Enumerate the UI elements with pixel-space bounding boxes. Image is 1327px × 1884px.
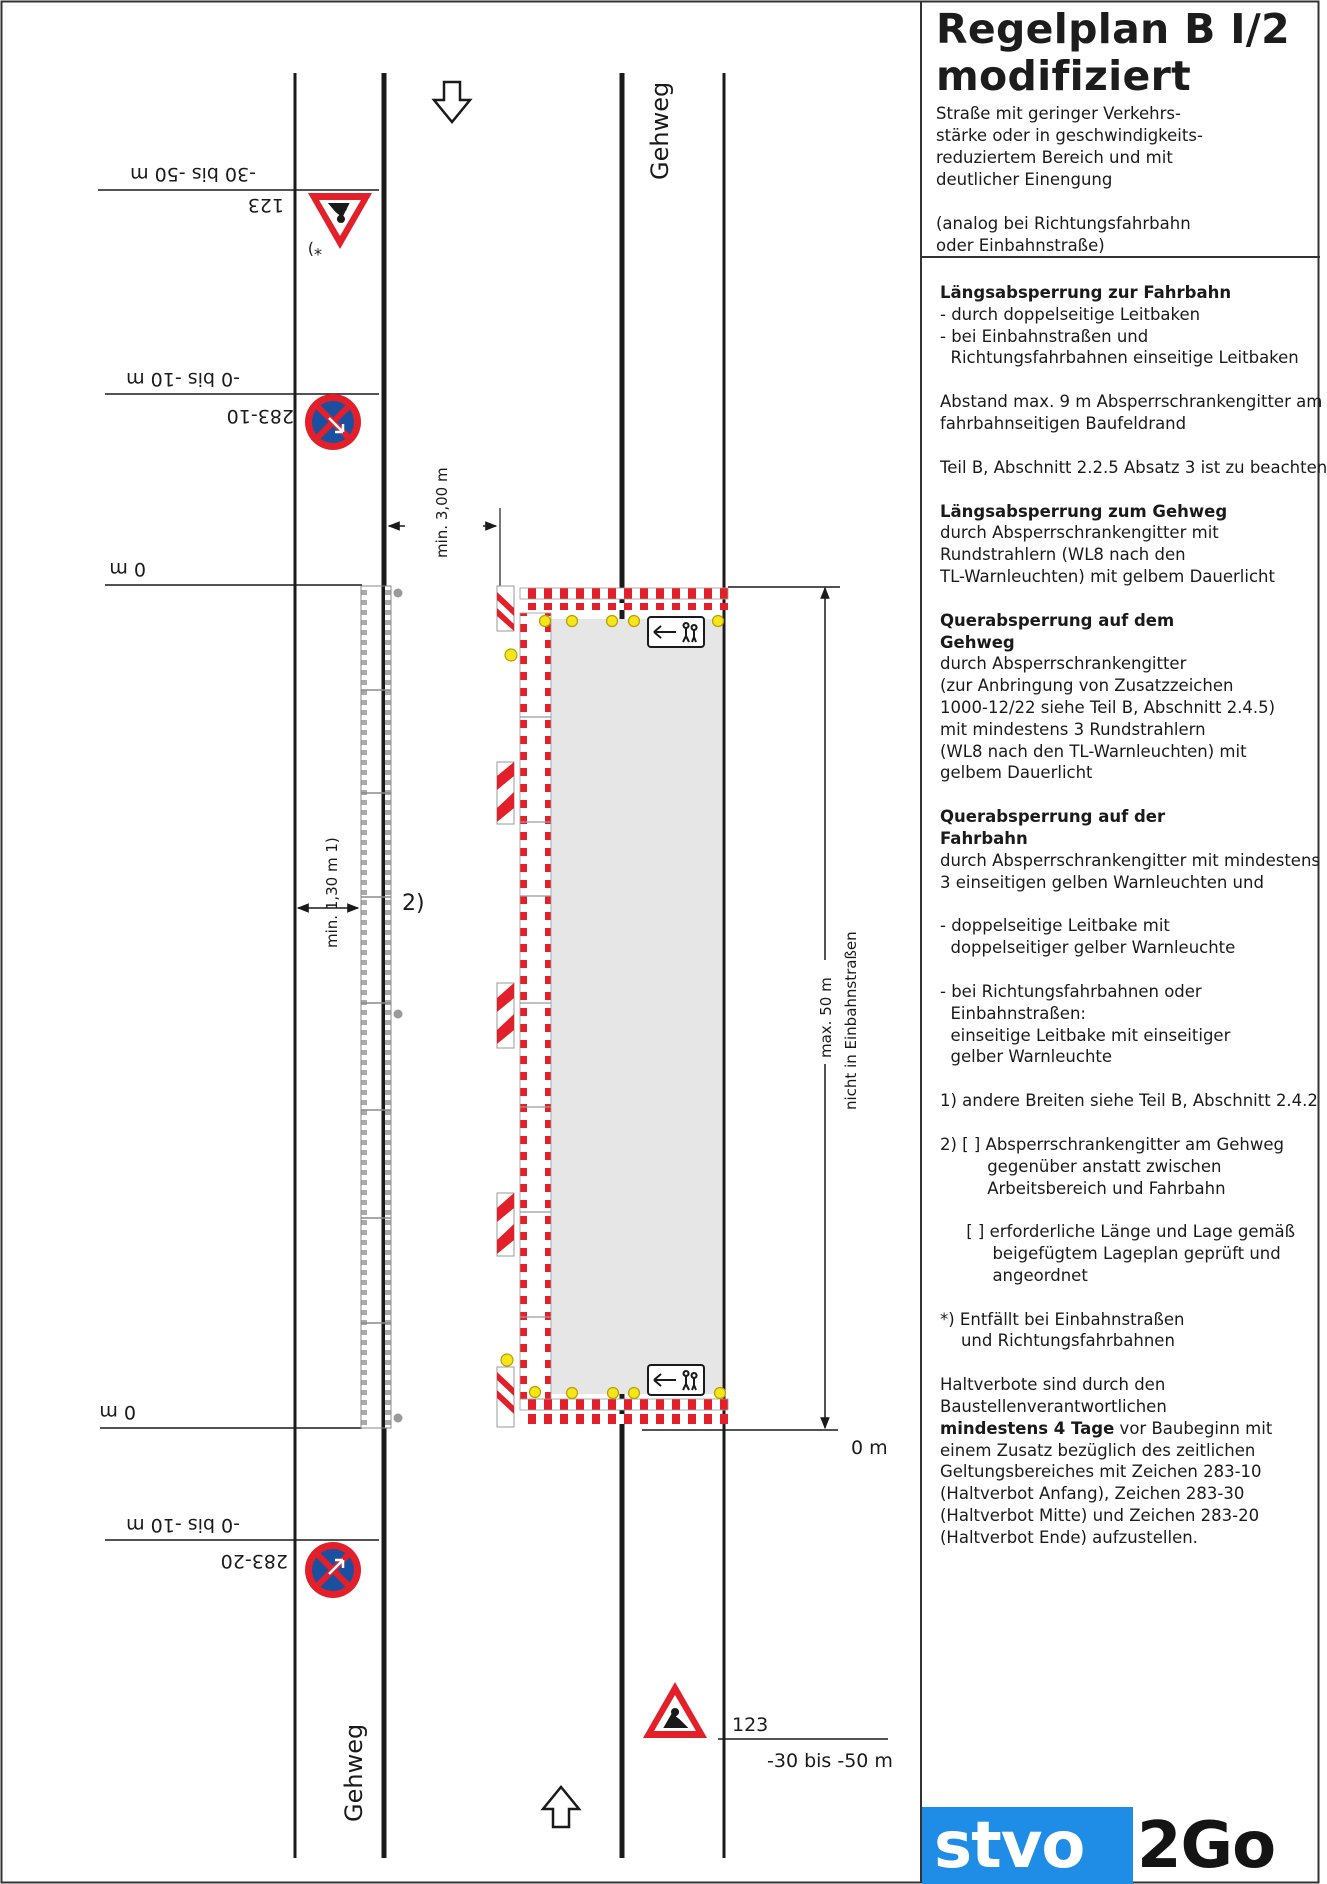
notes: Längsabsperrung zur Fahrbahn - durch dop… <box>940 282 1327 1571</box>
title-line-1: Regelplan B I/2 <box>936 5 1290 53</box>
distance-label-283-10: -0 bis -10 m <box>126 368 240 390</box>
footnote-1: 1) andere Breiten siehe Teil B, Abschnit… <box>940 1091 1318 1111</box>
detour-sign-bottom <box>647 1364 705 1396</box>
dimension-label-min-130: min. 1,30 m 1) <box>323 837 341 948</box>
page-title: Regelplan B I/2 modifiziert <box>936 6 1290 100</box>
logo-text-stvo: stvo <box>934 1809 1085 1883</box>
subtitle-line: stärke oder in geschwindigkeits- <box>936 126 1203 145</box>
worker-icon <box>663 1708 689 1728</box>
direction-arrow-up <box>540 1785 582 1829</box>
distance-label-283-20: -0 bis -10 m <box>126 1514 240 1536</box>
note-haltverbote: Haltverbote sind durch den Baustellenver… <box>940 1375 1273 1547</box>
leitbake <box>496 761 515 825</box>
panel-divider <box>922 256 1320 258</box>
note-quer-fahrbahn: Querabsperrung auf der Fahrbahn durch Ab… <box>940 807 1320 892</box>
logo-blue-block <box>922 1807 1133 1884</box>
note-2-marker: 2) <box>402 891 425 916</box>
footnote-2b: [ ] erforderliche Länge und Lage gemäß b… <box>940 1222 1296 1285</box>
subtitle-note: oder Einbahnstraße) <box>936 236 1105 255</box>
sign-number-123-top: 123 <box>248 194 284 216</box>
detour-sign-top <box>647 616 705 648</box>
pedestrian-icon <box>682 622 698 643</box>
worker-icon <box>327 203 350 223</box>
work-area <box>550 619 722 1394</box>
note-laengs-gehweg: Längsabsperrung zum Gehweg durch Absperr… <box>940 501 1275 586</box>
footnote-star: *) Entfällt bei Einbahnstraßen und Richt… <box>940 1309 1185 1351</box>
pedestrian-icon <box>682 1370 698 1391</box>
note-richtung: - bei Richtungsfahrbahnen oder Einbahnst… <box>940 981 1231 1067</box>
dimension-label-min-300: min. 3,00 m <box>433 467 451 558</box>
distance-label-bottom: -30 bis -50 m <box>767 1750 893 1772</box>
emphasis-4-tage: mindestens 4 Tage <box>940 1418 1115 1438</box>
subtitle-note: (analog bei Richtungsfahrbahn <box>936 214 1191 233</box>
arrow-left-icon <box>653 1373 676 1387</box>
legend-panel: Regelplan B I/2 modifiziert Straße mit g… <box>922 0 1327 1884</box>
sign-number-283-10: 283-10 <box>227 405 294 427</box>
dimension-label-max-50: max. 50 m <box>817 977 835 1058</box>
note-laengs-fahrbahn: Längsabsperrung zur Fahrbahn - durch dop… <box>940 283 1299 368</box>
leitbake <box>496 1192 515 1257</box>
sidewalk-lamp <box>393 588 403 598</box>
subtitle-line: reduziertem Bereich und mit <box>936 148 1173 167</box>
sign-number-123-bottom: 123 <box>732 1714 768 1736</box>
roadwork-sign-top <box>308 193 372 249</box>
arrow-start-icon <box>328 417 345 434</box>
leitbake <box>496 982 515 1049</box>
leitbake <box>496 1366 515 1428</box>
note-leitbake: - doppelseitige Leitbake mit doppelseiti… <box>940 916 1236 958</box>
logo: stvo 2Go <box>922 1807 1320 1884</box>
direction-arrow-down <box>431 80 473 124</box>
subtitle-line: Straße mit geringer Verkehrs- <box>936 104 1181 123</box>
warning-lamps <box>500 614 727 1400</box>
work-area-barriers <box>519 587 729 1424</box>
leitbake <box>496 585 515 632</box>
gehweg-label-top: Gehweg <box>646 82 674 180</box>
note-teil-b: Teil B, Abschnitt 2.2.5 Absatz 3 ist zu … <box>940 457 1327 477</box>
roadwork-sign-bottom <box>643 1682 707 1738</box>
subtitle-line: deutlicher Einengung <box>936 170 1113 189</box>
note-quer-gehweg: Querabsperrung auf dem Gehweg durch Absp… <box>940 610 1276 783</box>
sidewalk-barrier <box>360 585 403 1429</box>
subtitle: Straße mit geringer Verkehrs- stärke ode… <box>936 103 1316 257</box>
logo-text-2go: 2Go <box>1137 1809 1276 1883</box>
title-line-2: modifiziert <box>936 52 1192 100</box>
arrow-end-icon <box>328 1558 345 1575</box>
sidewalk-lamp <box>393 1009 403 1019</box>
no-stopping-sign-start <box>305 394 361 450</box>
zero-label-bottom-right: 0 m <box>851 1437 888 1459</box>
sidewalk-lamp <box>393 1413 403 1423</box>
no-stopping-sign-end <box>305 1542 361 1598</box>
note-abstand: Abstand max. 9 m Absperrschrankengitter … <box>940 392 1323 433</box>
zero-label-top: 0 m <box>109 558 146 580</box>
distance-label-top: -30 bis -50 m <box>130 163 256 185</box>
dimension-label-nicht-einbahn: nicht in Einbahnstraßen <box>842 931 860 1110</box>
arrow-left-icon <box>653 625 676 639</box>
gehweg-label-bottom: Gehweg <box>340 1724 368 1822</box>
footnote-star-marker: *) <box>308 240 322 259</box>
zero-label-bottom: 0 m <box>99 1401 136 1423</box>
sign-number-283-20: 283-20 <box>221 1550 288 1572</box>
footnote-2: 2) [ ] Absperrschrankengitter am Gehweg … <box>940 1134 1284 1198</box>
